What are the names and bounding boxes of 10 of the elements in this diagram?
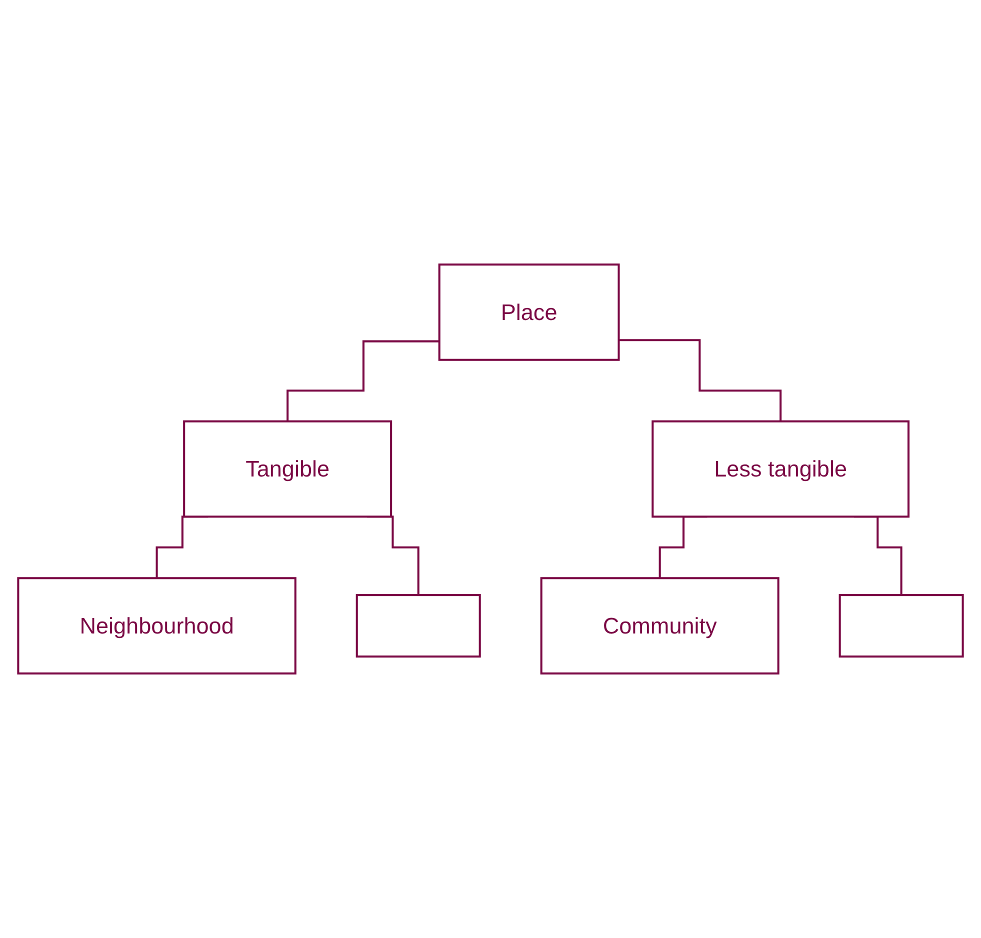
node-box xyxy=(838,594,964,658)
node-box xyxy=(438,264,620,361)
node-box xyxy=(652,420,910,518)
node-box xyxy=(17,577,296,674)
node-box xyxy=(356,594,481,658)
tree-diagram: Place Tangible Less tangible Neighbourhood Community xyxy=(10,10,971,928)
connector xyxy=(286,340,440,422)
node-box xyxy=(183,420,392,518)
node-box xyxy=(540,577,780,674)
connector xyxy=(618,339,782,422)
